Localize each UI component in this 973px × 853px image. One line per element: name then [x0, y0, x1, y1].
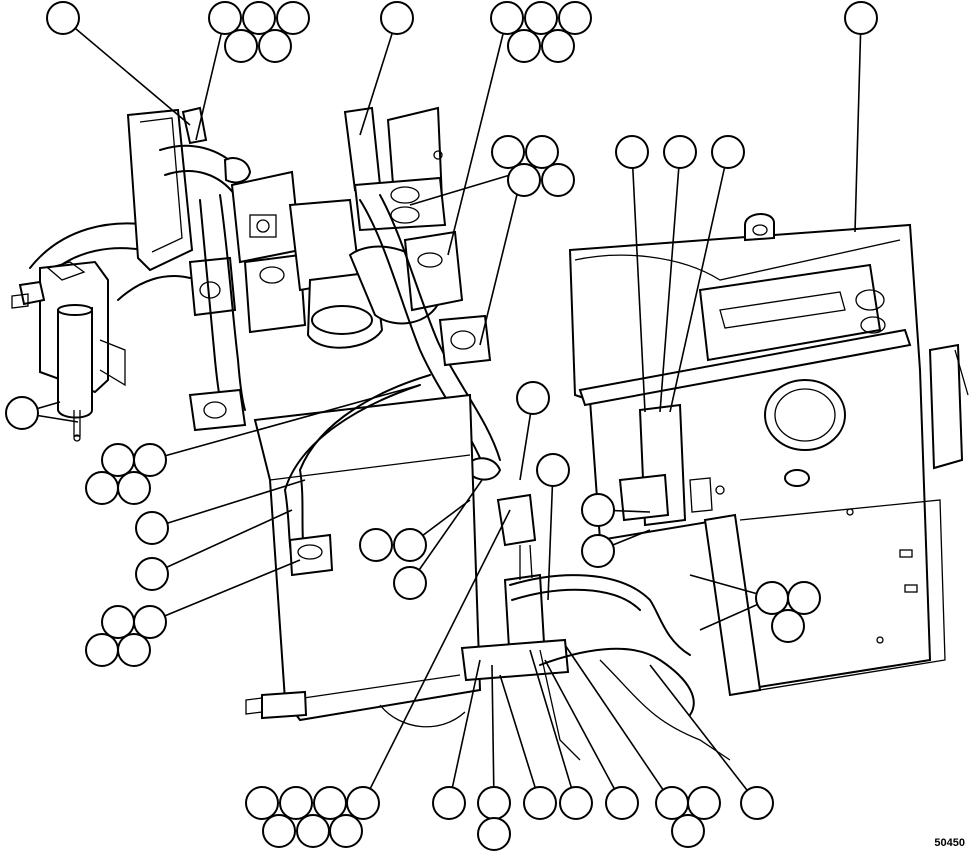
- callout-bubble: [262, 814, 296, 848]
- callout-bubble: [117, 633, 151, 667]
- center-valve-assembly: [460, 493, 731, 761]
- left-filter-assembly: [11, 222, 191, 442]
- callout-bubble: [117, 471, 151, 505]
- main-tank-body: [188, 374, 482, 728]
- callout-bubble: [135, 511, 169, 545]
- callout-bubble: [208, 1, 242, 35]
- callout-bubble: [276, 1, 310, 35]
- callout-bubble: [755, 581, 789, 615]
- callout-bubble: [101, 443, 135, 477]
- callout-bubble: [329, 814, 363, 848]
- callout-bubble: [393, 528, 427, 562]
- callout-bubble: [687, 786, 721, 820]
- callout-bubble: [558, 1, 592, 35]
- callout-bubble: [346, 786, 380, 820]
- callout-bubble: [787, 581, 821, 615]
- callout-bubble: [133, 605, 167, 639]
- callout-group-top-left: [46, 1, 80, 35]
- callout-bubble: [844, 1, 878, 35]
- callout-bubble: [359, 528, 393, 562]
- callout-bubble: [663, 135, 697, 169]
- callout-bubble: [523, 786, 557, 820]
- callout-bubble: [524, 1, 558, 35]
- leader-lines: [21, 17, 862, 804]
- callout-group-mid-4: [491, 135, 575, 197]
- callout-group-center: [393, 381, 821, 643]
- callout-group-bottom: [245, 786, 774, 851]
- callout-bubble: [85, 471, 119, 505]
- upper-center-assembly: [288, 106, 502, 481]
- callout-bubble: [525, 135, 559, 169]
- callout-bubble: [242, 1, 276, 35]
- figure-number: 50450: [934, 837, 965, 849]
- callout-bubble: [380, 1, 414, 35]
- callout-bubble: [490, 1, 524, 35]
- callout-bubble: [491, 135, 525, 169]
- callout-bubble: [771, 609, 805, 643]
- callout-bubble: [541, 29, 575, 63]
- callout-bubble: [279, 786, 313, 820]
- callout-bubble: [655, 786, 689, 820]
- callout-bubble: [224, 29, 258, 63]
- callout-bubble: [46, 1, 80, 35]
- callout-group-top-single: [380, 1, 414, 35]
- callout-bubble: [258, 29, 292, 63]
- callout-group-top-5: [208, 1, 310, 63]
- callout-bubble: [536, 453, 570, 487]
- callout-bubble: [101, 605, 135, 639]
- callout-bubble: [711, 135, 745, 169]
- callout-bubble: [507, 163, 541, 197]
- callout-bubble: [133, 443, 167, 477]
- callout-group-top-right: [844, 1, 878, 35]
- callout-bubble: [541, 163, 575, 197]
- callout-bubble: [245, 786, 279, 820]
- callout-bubble: [477, 786, 511, 820]
- callout-bubble: [432, 786, 466, 820]
- right-panel-assembly: [568, 213, 969, 697]
- callout-bubble: [615, 135, 649, 169]
- callout-bubble: [516, 381, 550, 415]
- callout-bubble: [671, 814, 705, 848]
- callout-bubble: [5, 396, 39, 430]
- callout-bubble: [296, 814, 330, 848]
- callout-bubble: [740, 786, 774, 820]
- callout-bubble: [393, 566, 427, 600]
- callout-bubble: [507, 29, 541, 63]
- callout-bubble: [313, 786, 347, 820]
- callout-bubble: [605, 786, 639, 820]
- callout-group-left-side: [5, 396, 427, 667]
- callout-group-top-5b: [490, 1, 592, 63]
- callout-bubble: [85, 633, 119, 667]
- callout-bubble: [581, 493, 615, 527]
- callout-bubble: [135, 557, 169, 591]
- callout-group-right-3: [615, 135, 745, 169]
- upper-pump-assembly: [126, 106, 307, 421]
- callout-bubble: [559, 786, 593, 820]
- callout-bubble: [581, 534, 615, 568]
- callout-bubble: [477, 817, 511, 851]
